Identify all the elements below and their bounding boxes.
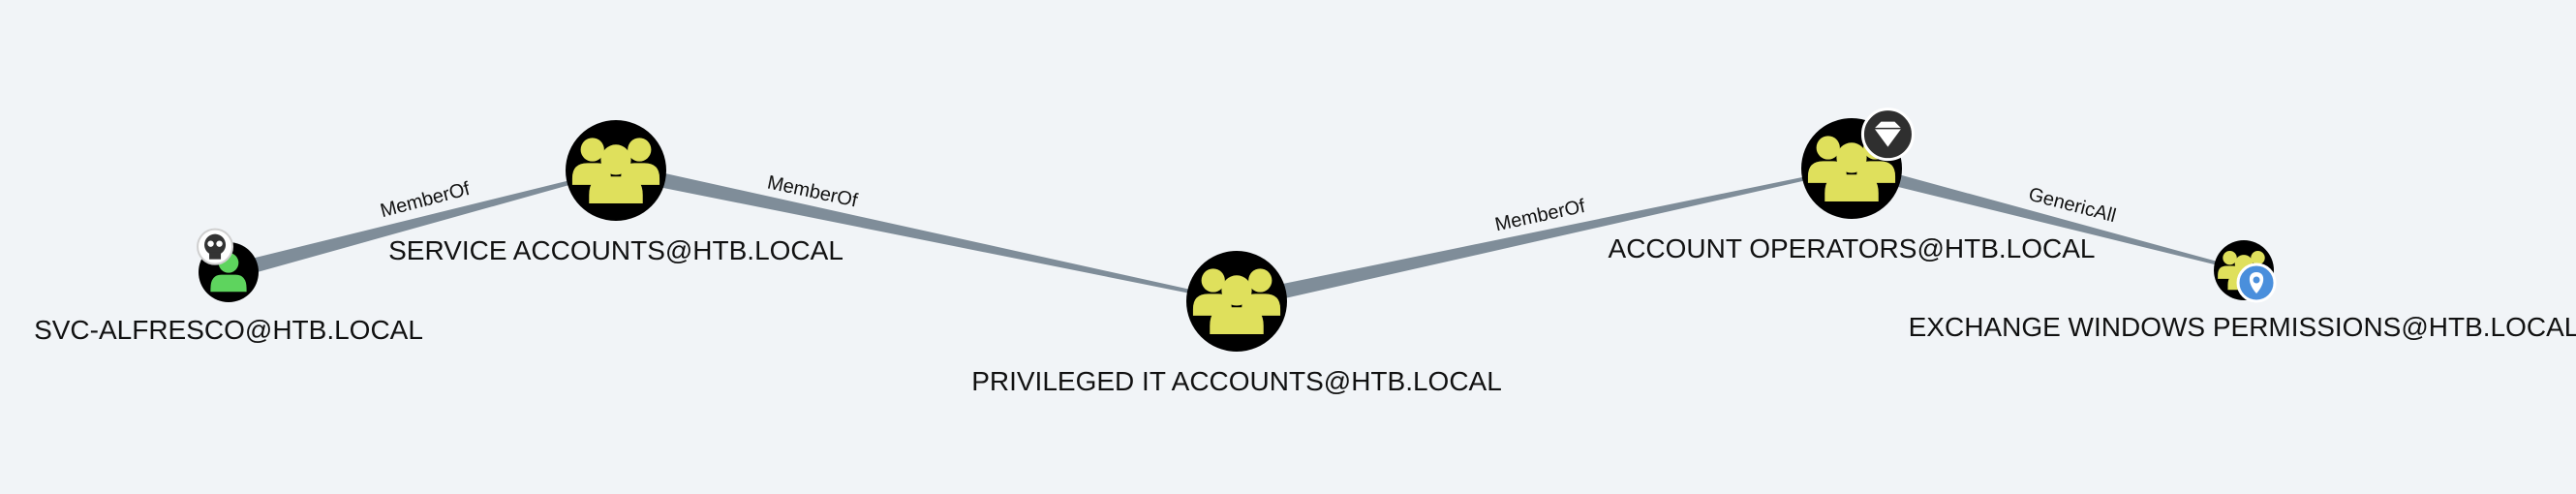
node-svc[interactable]: SVC-ALFRESCO@HTB.LOCAL bbox=[34, 228, 423, 345]
node-ewp[interactable]: EXCHANGE WINDOWS PERMISSIONS@HTB.LOCAL bbox=[1909, 240, 2576, 342]
node-pit[interactable]: PRIVILEGED IT ACCOUNTS@HTB.LOCAL bbox=[971, 251, 1502, 396]
diamond-icon bbox=[1860, 108, 1915, 162]
edge-line[interactable] bbox=[226, 169, 617, 280]
node-label: PRIVILEGED IT ACCOUNTS@HTB.LOCAL bbox=[971, 366, 1502, 396]
edge-line[interactable] bbox=[614, 163, 1238, 303]
node-layer: SVC-ALFRESCO@HTB.LOCAL SERVICE ACCOUNTS@H… bbox=[34, 108, 2576, 396]
edge-sa-pit[interactable]: MemberOf bbox=[614, 163, 1238, 303]
map-pin-icon bbox=[2236, 262, 2277, 303]
node-ao[interactable]: ACCOUNT OPERATORS@HTB.LOCAL bbox=[1609, 108, 2096, 263]
node-label: SVC-ALFRESCO@HTB.LOCAL bbox=[34, 315, 423, 345]
edge-line[interactable] bbox=[1235, 167, 1853, 309]
node-label: EXCHANGE WINDOWS PERMISSIONS@HTB.LOCAL bbox=[1909, 312, 2576, 342]
skull-icon bbox=[197, 228, 234, 265]
edge-line[interactable] bbox=[1850, 162, 2245, 272]
node-label: SERVICE ACCOUNTS@HTB.LOCAL bbox=[388, 235, 843, 265]
node-label: ACCOUNT OPERATORS@HTB.LOCAL bbox=[1609, 233, 2096, 263]
node-sa[interactable]: SERVICE ACCOUNTS@HTB.LOCAL bbox=[388, 120, 843, 265]
